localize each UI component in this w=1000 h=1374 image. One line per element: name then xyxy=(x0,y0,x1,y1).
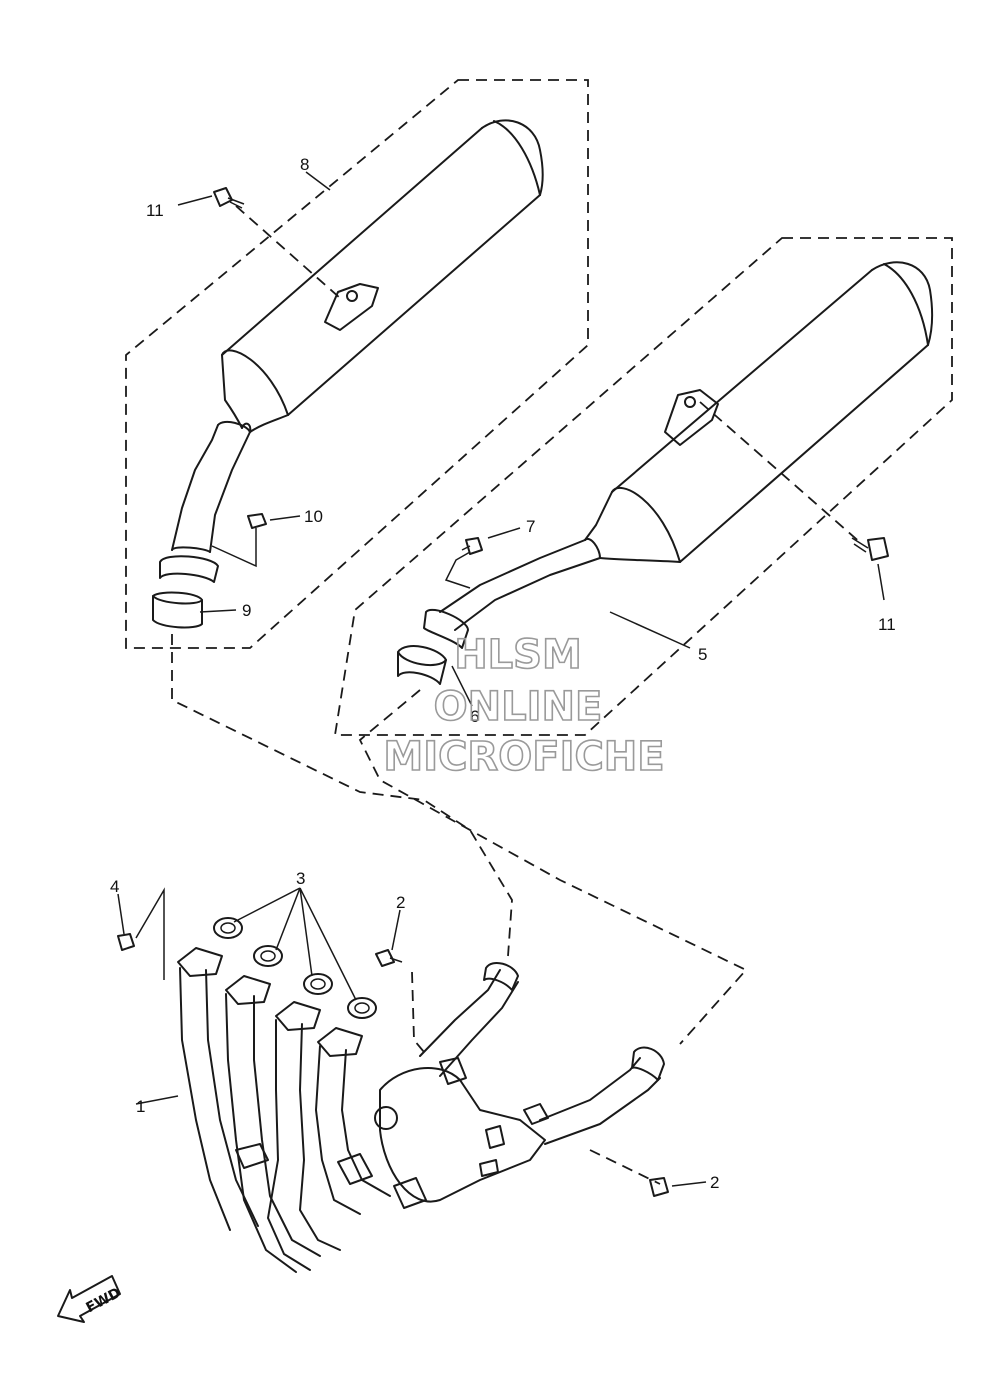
bolt-11-left xyxy=(213,187,245,209)
bolt-4 xyxy=(117,933,135,951)
watermark-line2: ONLINE xyxy=(434,684,603,730)
leader-lines xyxy=(117,171,885,1187)
bolt-7 xyxy=(461,537,483,555)
callout-6: 6 xyxy=(470,707,479,726)
bolt-2-upper xyxy=(375,949,403,967)
watermark: HLSM ONLINE MICROFICHE xyxy=(383,631,666,781)
assembly-box-right-muffler xyxy=(333,237,953,736)
exhaust-header-1 xyxy=(177,947,665,1273)
muffler-left xyxy=(159,119,544,583)
callout-2-lower: 2 xyxy=(710,1173,719,1192)
callout-5: 5 xyxy=(698,645,707,664)
callout-2-upper: 2 xyxy=(396,893,405,912)
watermark-line3: MICROFICHE xyxy=(383,734,664,780)
callout-4: 4 xyxy=(110,877,119,896)
bolt-2-lower xyxy=(649,1177,669,1197)
fwd-label: FWD xyxy=(84,1285,124,1316)
gasket-sleeve-6 xyxy=(397,645,447,685)
bolt-11-right xyxy=(851,537,889,561)
callout-3: 3 xyxy=(296,869,305,888)
fwd-arrow-icon: FWD xyxy=(57,1275,124,1323)
callout-11-right: 11 xyxy=(878,615,896,634)
callout-8: 8 xyxy=(300,155,309,174)
nut-10 xyxy=(247,513,267,538)
gaskets-3 xyxy=(213,917,377,1019)
callout-10: 10 xyxy=(304,507,323,526)
callout-9: 9 xyxy=(242,601,251,620)
assembly-box-left-muffler xyxy=(125,79,589,649)
muffler-right xyxy=(423,261,934,649)
callout-11-left: 11 xyxy=(146,201,164,220)
watermark-line1: HLSM xyxy=(454,632,582,678)
callout-7: 7 xyxy=(526,517,535,536)
callout-labels: 1 2 2 3 4 5 6 7 8 9 10 11 11 xyxy=(110,155,896,1192)
gasket-sleeve-9 xyxy=(152,591,203,629)
callout-1: 1 xyxy=(136,1097,145,1116)
